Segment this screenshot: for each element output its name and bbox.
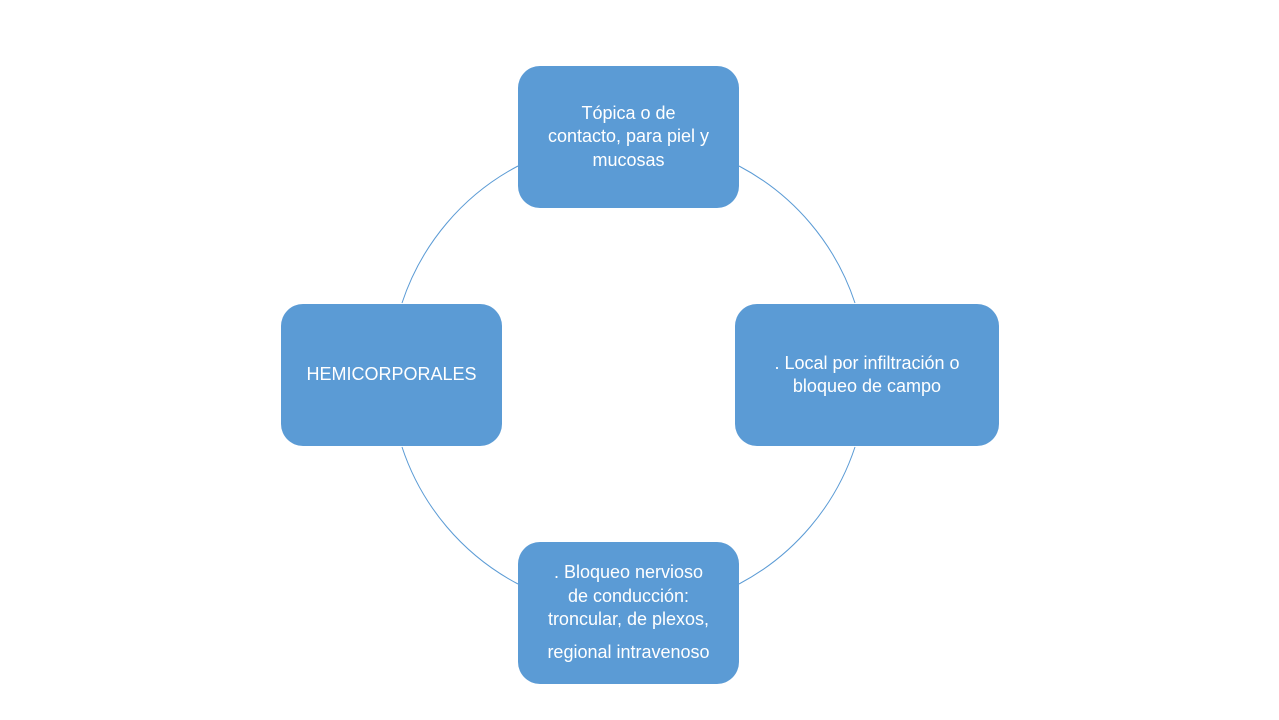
- node-bottom-line-1: . Bloqueo nervioso: [553, 562, 704, 583]
- node-bottom-line-3: troncular, de plexos,: [547, 609, 710, 629]
- node-top-line-3: mucosas: [592, 149, 665, 170]
- node-top-line-2: contacto, para piel y: [547, 126, 710, 147]
- node-right-line-2: bloqueo de campo: [792, 376, 942, 396]
- connector-arc-right-bottom: [738, 446, 856, 585]
- node-left-line-1: HEMICORPORALES: [306, 364, 477, 385]
- cycle-node-left: HEMICORPORALES: [281, 304, 502, 446]
- connector-arc-top-right: [738, 165, 856, 304]
- node-bottom-text: . Bloqueo nervioso de conducción: troncu…: [547, 561, 709, 665]
- connector-arc-left-top: [401, 165, 519, 304]
- node-left-text: HEMICORPORALES: [306, 363, 476, 386]
- cycle-node-bottom: . Bloqueo nervioso de conducción: troncu…: [518, 542, 739, 684]
- node-top-line-1: Tópica o de: [581, 102, 676, 123]
- connector-arc-bottom-left: [401, 446, 519, 585]
- node-top-text: Tópica o de contacto, para piel y mucosa…: [548, 102, 709, 172]
- node-right-text: . Local por infiltración o bloqueo de ca…: [774, 352, 959, 399]
- node-right-line-1: . Local por infiltración o: [774, 352, 960, 373]
- node-bottom-line-2: de conducción:: [567, 585, 690, 606]
- cycle-node-right: . Local por infiltración o bloqueo de ca…: [735, 304, 999, 446]
- node-bottom-line-4: regional intravenoso: [547, 642, 710, 663]
- cycle-node-top: Tópica o de contacto, para piel y mucosa…: [518, 66, 739, 208]
